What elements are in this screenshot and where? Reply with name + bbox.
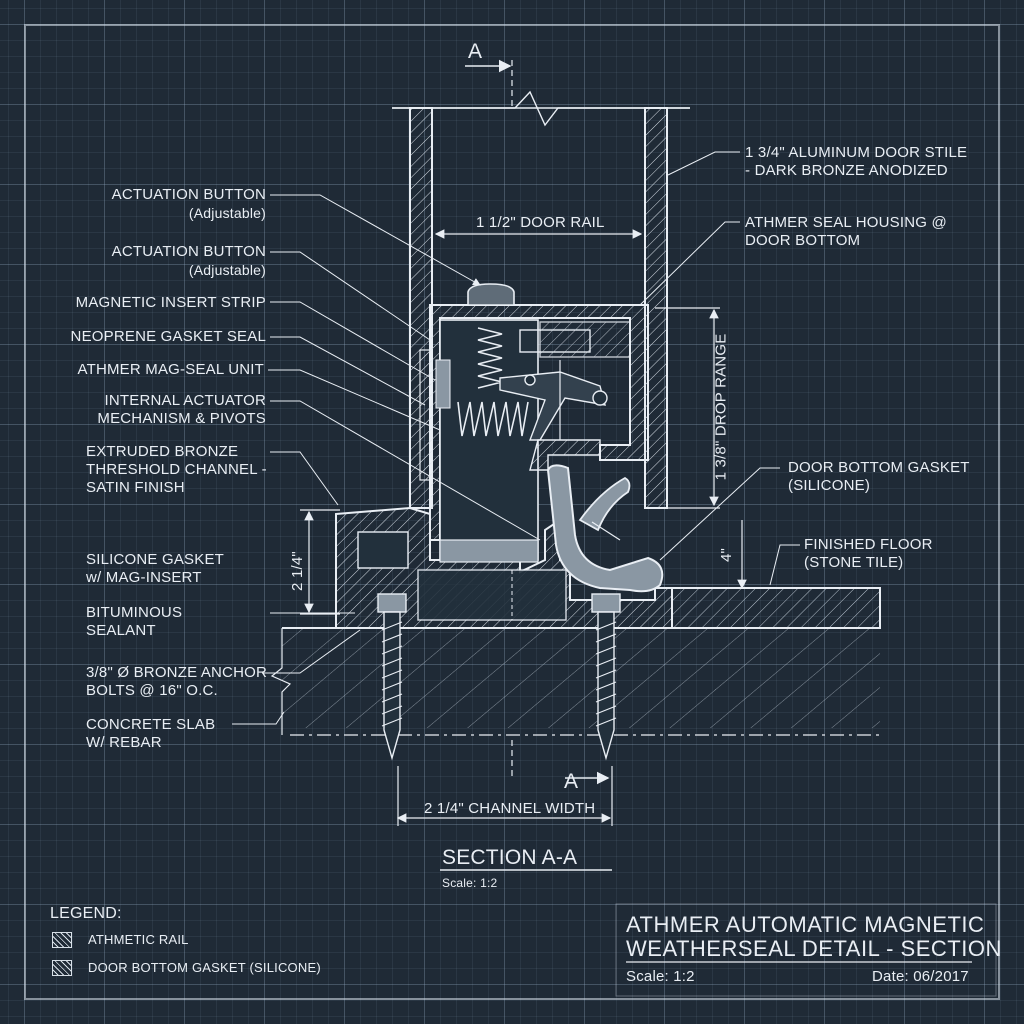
callout-aluminum-door-stile: 1 3/4" ALUMINUM DOOR STILE- DARK BRONZE … <box>745 144 968 179</box>
callout-finished-floor: FINISHED FLOOR(STONE TILE) <box>804 536 933 571</box>
title-block-scale: Scale: 1:2 <box>626 968 695 985</box>
section-title: SECTION A-A <box>442 846 578 869</box>
dim-door-rail: 1 1/2" DOOR RAIL <box>476 214 605 231</box>
section-cut-marker-bottom <box>511 740 610 785</box>
concrete-slab <box>270 627 880 736</box>
seal-housing <box>419 283 649 561</box>
callout-actuation-button-2: ACTUATION BUTTON(Adjustable) <box>111 243 266 278</box>
legend-item-gasket: DOOR BOTTOM GASKET (SILICONE) <box>88 960 321 975</box>
door-bottom-gasket <box>546 464 664 593</box>
legend-item-rail: ATHMETIC RAIL <box>88 932 189 947</box>
section-scale: Scale: 1:2 <box>442 876 498 890</box>
leader-lines <box>232 151 800 725</box>
callout-door-bottom-gasket: DOOR BOTTOM GASKET(SILICONE) <box>788 459 970 494</box>
dim-drop-range: 1 3/8" DROP RANGE <box>712 333 730 481</box>
callout-neoprene-gasket-seal: NEOPRENE GASKET SEAL <box>70 328 266 345</box>
callout-seal-housing: ATHMER SEAL HOUSING @DOOR BOTTOM <box>745 214 947 249</box>
title-block-line1: ATHMER AUTOMATIC MAGNETIC <box>626 912 985 937</box>
dimension-lines <box>300 229 747 826</box>
anchor-bolt-left <box>377 593 407 761</box>
callout-magnetic-insert-strip: MAGNETIC INSERT STRIP <box>75 294 266 311</box>
dim-channel-width: 2 1/4" CHANNEL WIDTH <box>424 800 596 817</box>
section-marker-top-label: A <box>468 40 483 63</box>
legend-heading: LEGEND: <box>50 905 122 922</box>
legend-swatch-rail <box>52 932 72 948</box>
legend-swatch-gasket <box>52 960 72 976</box>
drawing-border <box>24 24 1000 1000</box>
callout-actuation-button-1: ACTUATION BUTTON(Adjustable) <box>111 186 266 221</box>
threshold-channel <box>335 506 673 629</box>
title-block-date: Date: 06/2017 <box>872 968 969 985</box>
callout-mag-seal-unit: ATHMER MAG-SEAL UNIT <box>77 361 264 378</box>
title-block-line2: WEATHERSEAL DETAIL - SECTION <box>626 936 1002 961</box>
section-cut-marker-top <box>465 59 513 110</box>
anchor-bolt-right <box>591 593 621 761</box>
stone-tile-floor <box>671 587 881 629</box>
dim-four-inch: 4" <box>718 547 736 563</box>
dim-height-left: 2 1/4" <box>288 551 306 591</box>
section-marker-bottom-label: A <box>564 770 579 793</box>
